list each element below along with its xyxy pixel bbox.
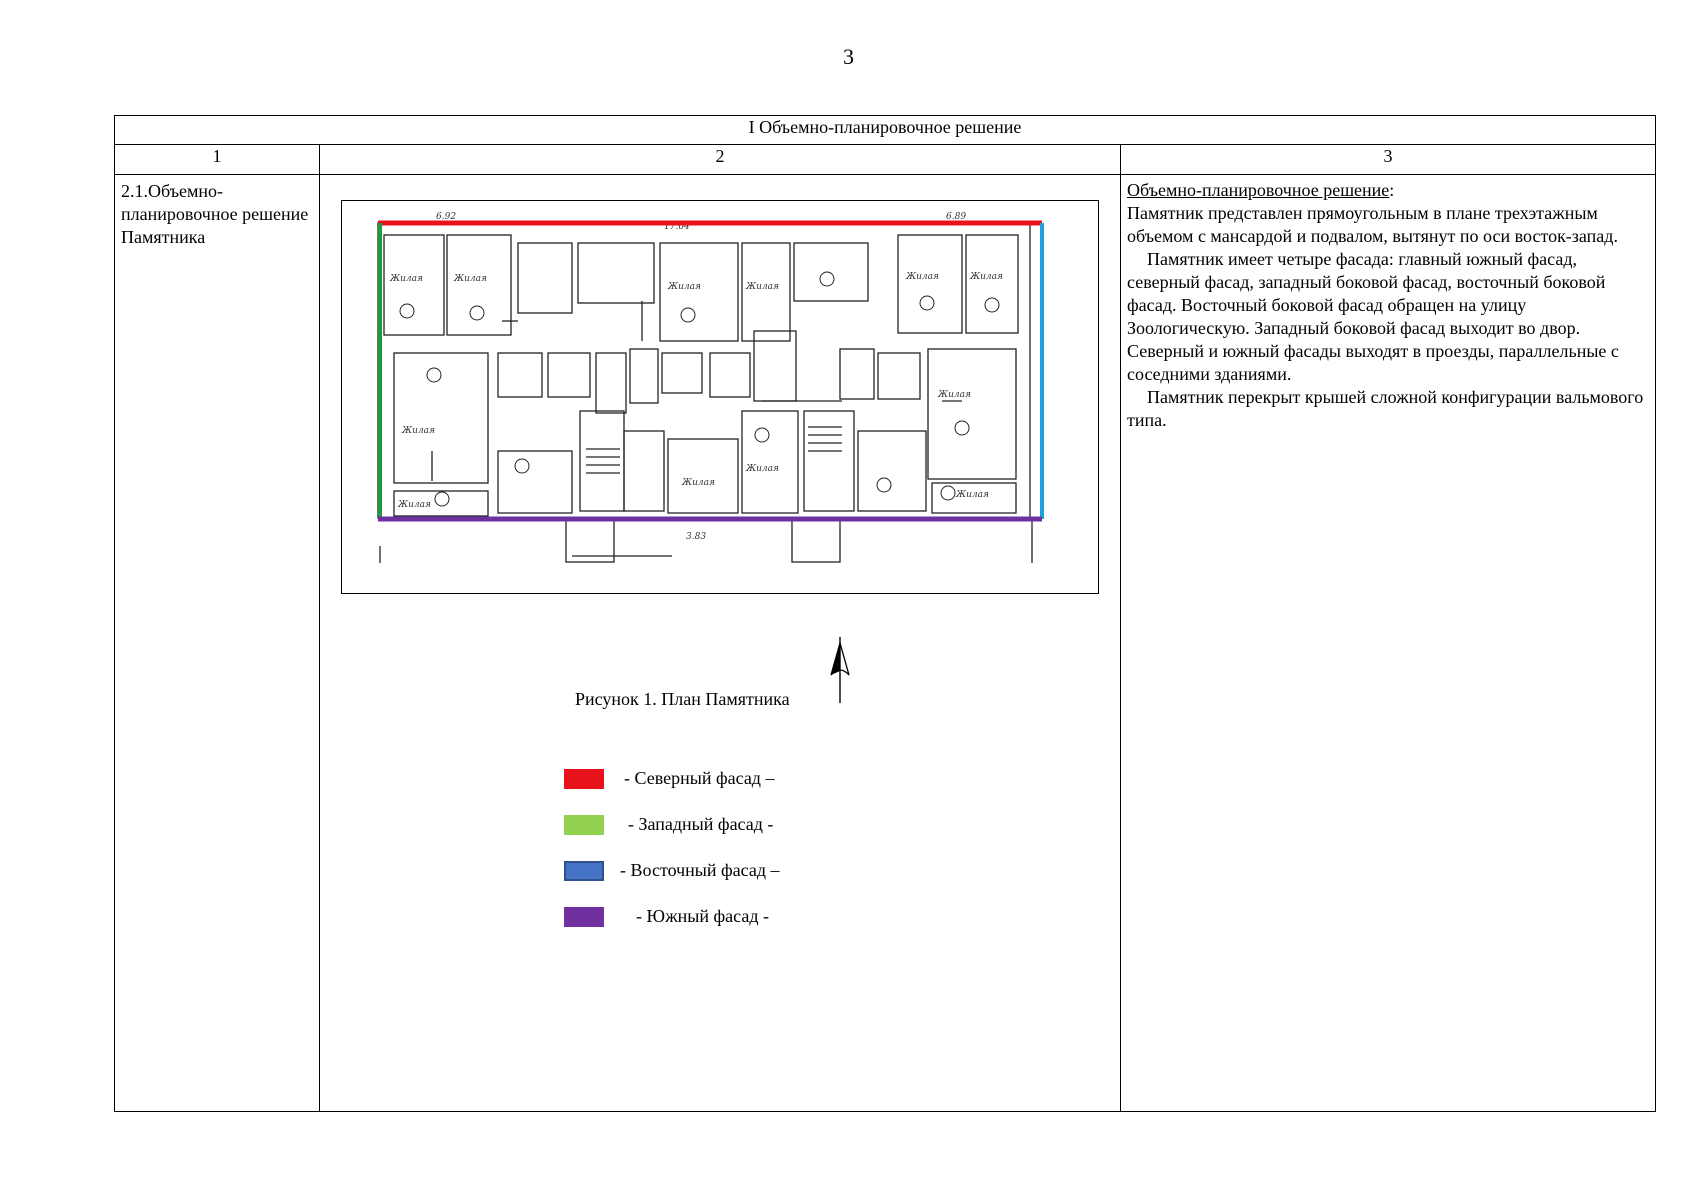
description-cell: Объемно-планировочное решение: Памятник … <box>1120 174 1656 1112</box>
legend-label-north: - Северный фасад – <box>624 768 775 788</box>
svg-text:Жилая: Жилая <box>905 272 939 282</box>
legend-item-south: - Южный фасад - <box>564 903 844 949</box>
legend-item-north: - Северный фасад – <box>564 765 844 811</box>
legend-label-south: - Южный фасад - <box>636 906 770 926</box>
svg-text:Жилая: Жилая <box>453 274 487 284</box>
legend-swatch-east <box>564 861 604 881</box>
document-table: I Объемно-планировочное решение 1 2 3 2.… <box>114 115 1656 1112</box>
description-paragraph-3: Памятник перекрыт крышей сложной конфигу… <box>1127 387 1644 430</box>
page-number: 3 <box>843 44 854 69</box>
svg-text:Жилая: Жилая <box>745 464 779 474</box>
legend-swatch-west <box>564 815 604 835</box>
svg-text:Жилая: Жилая <box>389 274 423 284</box>
svg-text:Жилая: Жилая <box>681 478 715 488</box>
svg-text:17.04: 17.04 <box>664 222 690 232</box>
description-paragraph-2: Памятник имеет четыре фасада: главный юж… <box>1127 249 1619 384</box>
floor-plan-drawing: Жилая Жилая Жилая Жилая Жилая Жилая Жила… <box>377 212 1044 563</box>
legend-swatch-north <box>564 769 604 789</box>
svg-text:Жилая: Жилая <box>937 390 971 400</box>
figure-cell: Жилая Жилая Жилая Жилая Жилая Жилая Жила… <box>319 174 1121 1112</box>
svg-text:3.83: 3.83 <box>686 532 706 542</box>
svg-text:Жилая: Жилая <box>745 282 779 292</box>
svg-text:Жилая: Жилая <box>969 272 1003 282</box>
column-number-1: 1 <box>114 144 320 175</box>
svg-text:Жилая: Жилая <box>397 500 431 510</box>
description-paragraph-1: Памятник представлен прямоугольным в пла… <box>1127 203 1618 246</box>
column-number-2: 2 <box>319 144 1121 175</box>
svg-text:Жилая: Жилая <box>955 490 989 500</box>
facade-legend: - Северный фасад – - Западный фасад - - … <box>564 765 844 949</box>
floor-plan-figure: Жилая Жилая Жилая Жилая Жилая Жилая Жила… <box>341 200 1099 594</box>
legend-label-east: - Восточный фасад – <box>620 860 780 880</box>
svg-text:Жилая: Жилая <box>667 282 701 292</box>
svg-text:6.92: 6.92 <box>436 212 456 222</box>
legend-item-east: - Восточный фасад – <box>564 857 844 903</box>
svg-text:6.89: 6.89 <box>946 212 966 222</box>
legend-swatch-south <box>564 907 604 927</box>
description-heading-suffix: : <box>1389 180 1395 200</box>
description-heading: Объемно-планировочное решение <box>1127 180 1390 200</box>
legend-item-west: - Западный фасад - <box>564 811 844 857</box>
column-number-3: 3 <box>1120 144 1656 175</box>
figure-caption: Рисунок 1. План Памятника <box>575 689 790 709</box>
legend-label-west: - Западный фасад - <box>628 814 774 834</box>
table-title: I Объемно-планировочное решение <box>114 115 1656 145</box>
north-arrow-icon <box>830 637 850 703</box>
row-label: 2.1.Объемно-планировочное решение Памятн… <box>114 174 320 1112</box>
svg-text:Жилая: Жилая <box>401 426 435 436</box>
